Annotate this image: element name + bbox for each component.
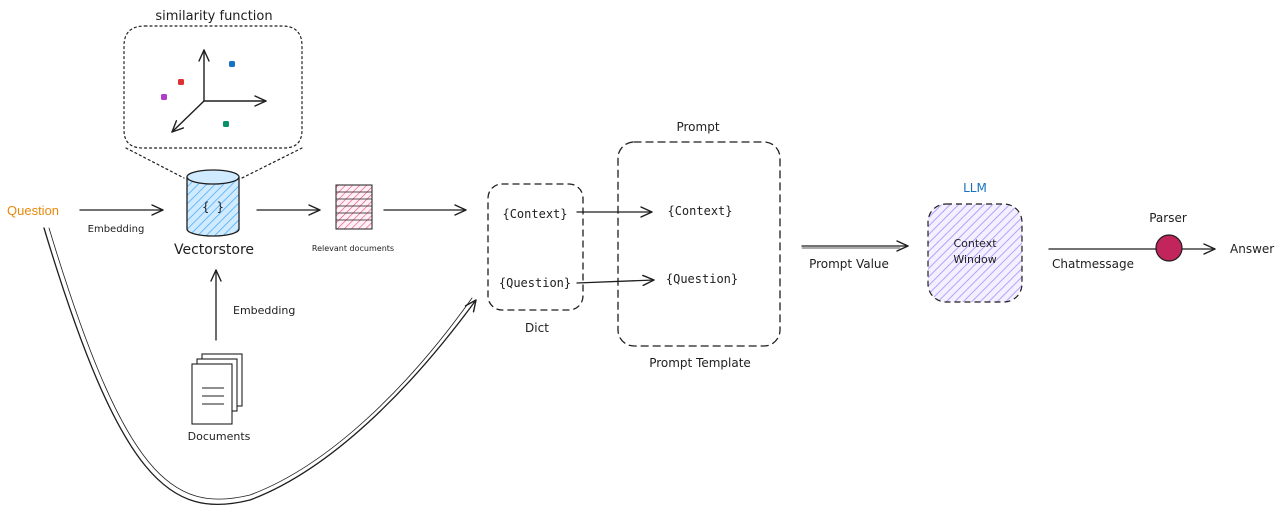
- vectorstore-label: Vectorstore: [174, 242, 254, 258]
- documents-icon: [191, 353, 243, 425]
- documents-label: Documents: [188, 430, 251, 443]
- context-window-line1: Context: [953, 237, 997, 250]
- axes-icon: [171, 49, 267, 133]
- llm-label: LLM: [963, 181, 987, 195]
- vector-point-green: [223, 121, 229, 127]
- dict-label: Dict: [525, 321, 549, 335]
- context-window-line2: Window: [953, 253, 996, 266]
- similarity-function-box: [123, 25, 303, 149]
- vectorstore-icon: { }: [186, 169, 240, 237]
- question-to-prompt-arrow: [576, 274, 655, 287]
- prompt-template-box: [617, 141, 781, 347]
- prompt-title: Prompt: [676, 120, 719, 134]
- callout-line-left: [125, 147, 185, 179]
- question-bypass-arrow: [43, 227, 477, 506]
- parser-label: Parser: [1149, 211, 1187, 225]
- dict-question: {Question}: [499, 276, 571, 290]
- vector-point-purple: [161, 94, 167, 100]
- prompt-context: {Context}: [667, 204, 732, 218]
- dict-context: {Context}: [502, 207, 567, 221]
- llm-context-window-box: [927, 203, 1023, 303]
- similarity-function-label: similarity function: [155, 9, 272, 24]
- relevant-documents-label: Relevant documents: [312, 244, 394, 253]
- prompt-template-label: Prompt Template: [649, 356, 751, 370]
- callout-line-right: [241, 147, 303, 179]
- relevant-documents-icon: [335, 184, 373, 230]
- prompt-value-label: Prompt Value: [809, 257, 889, 271]
- embedding-label-2: Embedding: [233, 304, 295, 317]
- dict-box: [487, 183, 584, 311]
- vector-point-red: [178, 79, 184, 85]
- chatmessage-label: Chatmessage: [1052, 257, 1134, 271]
- vector-point-blue: [229, 61, 235, 67]
- answer-label: Answer: [1230, 242, 1274, 256]
- embedding-label-1: Embedding: [88, 224, 145, 235]
- question-bypass-arrow-shadow: [48, 227, 473, 500]
- vectorstore-braces: { }: [202, 200, 224, 214]
- prompt-question: {Question}: [666, 272, 738, 286]
- parser-node: [1155, 234, 1183, 262]
- question-label: Question: [7, 203, 59, 218]
